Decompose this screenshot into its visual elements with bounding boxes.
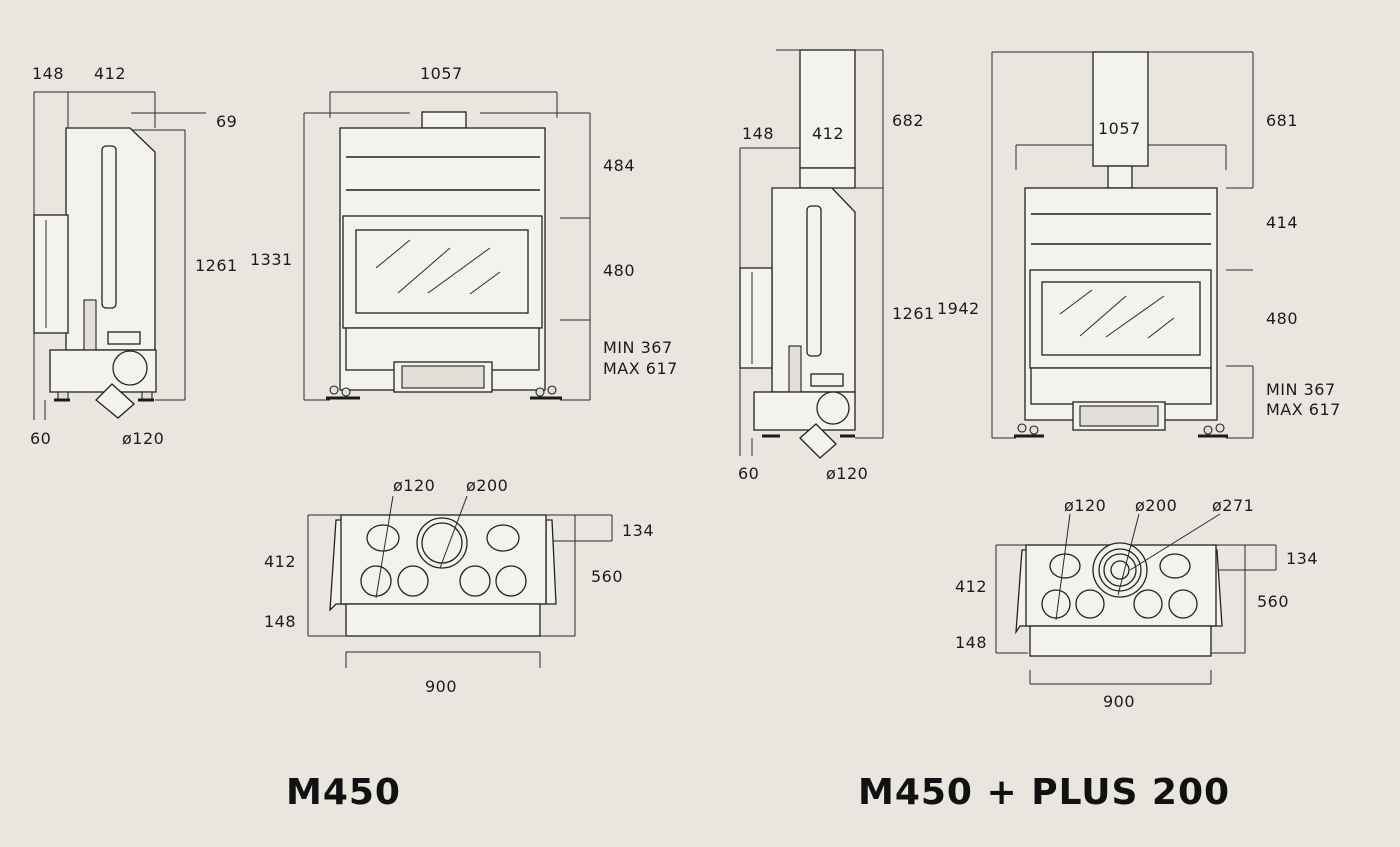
- m450-side-flue-label: ø120: [122, 429, 164, 448]
- m450plus-top-width-label: 900: [1103, 692, 1135, 711]
- m450plus-title: M450 + PLUS 200: [858, 772, 1230, 813]
- m450plus-front-hood-label: 681: [1266, 111, 1298, 130]
- m450plus-side-base-label: 60: [738, 464, 759, 483]
- m450plus-side-flue-label: ø120: [826, 464, 868, 483]
- m450-title: M450: [286, 772, 401, 813]
- m450plus-front-height-label: 1942: [937, 299, 980, 318]
- m450-top-view: [307, 495, 613, 668]
- m450-top-depth-label: 412: [264, 552, 296, 571]
- m450plus-side-depth-body-label: 412: [812, 124, 844, 143]
- m450plus-top-flue-outer-label: ø271: [1212, 496, 1254, 515]
- m450plus-top-front-label: 148: [955, 633, 987, 652]
- m450plus-side-hood-label: 682: [892, 111, 924, 130]
- m450plus-front-width-label: 1057: [1098, 119, 1141, 138]
- m450plus-top-view: [995, 513, 1277, 685]
- m450plus-top-flue-small-label: ø120: [1064, 496, 1106, 515]
- m450-side-height-label: 1261: [195, 256, 238, 275]
- m450plus-front-bottom-max-label: MAX 617: [1266, 400, 1341, 419]
- m450plus-top-depth-label: 412: [955, 577, 987, 596]
- m450plus-top-depth-total-label: 560: [1257, 592, 1289, 611]
- m450-front-door-label: 480: [603, 261, 635, 280]
- m450plus-top-flue-main-label: ø200: [1135, 496, 1177, 515]
- m450plus-front-bottom-min-label: MIN 367: [1266, 380, 1336, 399]
- m450-front-bottom-max-label: MAX 617: [603, 359, 678, 378]
- m450-side-top-offset-label: 69: [216, 112, 237, 131]
- m450-top-width-label: 900: [425, 677, 457, 696]
- m450-front-width-label: 1057: [420, 64, 463, 83]
- m450-top-flue-small-label: ø120: [393, 476, 435, 495]
- m450-top-depth-total-label: 560: [591, 567, 623, 586]
- m450plus-front-top-band-label: 414: [1266, 213, 1298, 232]
- m450plus-top-offset-label: 134: [1286, 549, 1318, 568]
- m450-top-front-label: 148: [264, 612, 296, 631]
- m450-front-top-band-label: 484: [603, 156, 635, 175]
- m450plus-side-depth-front-label: 148: [742, 124, 774, 143]
- m450plus-side-view: [739, 49, 884, 459]
- m450-top-flue-main-label: ø200: [466, 476, 508, 495]
- m450-side-view: [33, 91, 206, 420]
- m450plus-front-door-label: 480: [1266, 309, 1298, 328]
- m450-side-depth-body-label: 412: [94, 64, 126, 83]
- m450-top-offset-label: 134: [622, 521, 654, 540]
- m450-front-bottom-min-label: MIN 367: [603, 338, 673, 357]
- m450-front-height-label: 1331: [250, 250, 293, 269]
- m450-side-depth-front-label: 148: [32, 64, 64, 83]
- m450-side-base-label: 60: [30, 429, 51, 448]
- m450plus-side-height-label: 1261: [892, 304, 935, 323]
- m450plus-front-view: [991, 51, 1254, 439]
- m450-front-view: [303, 91, 591, 401]
